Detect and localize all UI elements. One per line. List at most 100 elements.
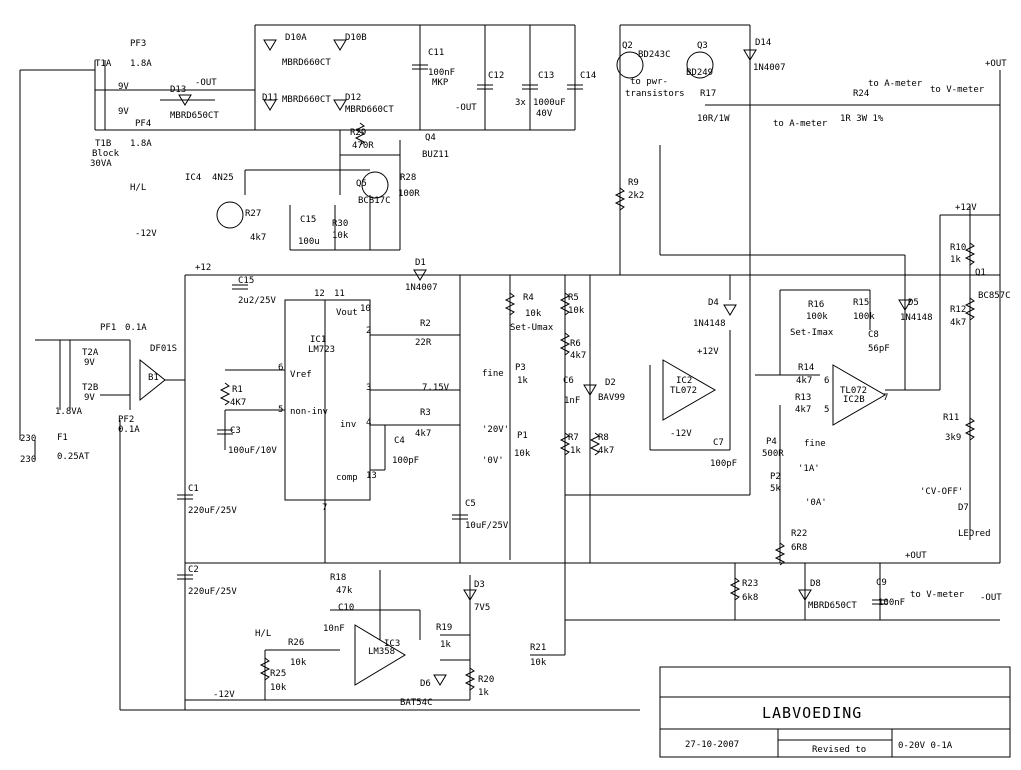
label-c14: C14 bbox=[580, 71, 596, 81]
label-c11v: 100nF bbox=[428, 68, 455, 78]
label-c3: C3 bbox=[230, 426, 241, 436]
label-v9b: 9V bbox=[84, 393, 95, 403]
label-tovm2: to V-meter bbox=[910, 590, 965, 600]
label-r2: R2 bbox=[420, 319, 431, 329]
resistor-symbol bbox=[964, 242, 976, 266]
title-block: LABVOEDING 27-10-2007 Revised to 0-20V 0… bbox=[659, 666, 1011, 758]
label-p3v: 1k bbox=[517, 376, 528, 386]
label-c8: C8 bbox=[868, 330, 879, 340]
resistor-symbol bbox=[964, 417, 976, 441]
label-mb1: MBRD660CT bbox=[282, 58, 331, 68]
label-c2: C2 bbox=[188, 565, 199, 575]
resistor-symbol bbox=[464, 667, 476, 691]
label-r15v: 100k bbox=[853, 312, 875, 322]
label-r11v: 3k9 bbox=[945, 433, 961, 443]
label-r23: R23 bbox=[742, 579, 758, 589]
label-c15b: C15 bbox=[300, 215, 316, 225]
label-ic3: IC3 bbox=[384, 639, 400, 649]
label-q2: Q2 bbox=[622, 41, 633, 51]
label-r13: R13 bbox=[795, 393, 811, 403]
label-bat: BAT54C bbox=[400, 698, 433, 708]
label-d8t: MBRD650CT bbox=[808, 601, 857, 611]
label-r9: R9 bbox=[628, 178, 639, 188]
label-v715: 7.15V bbox=[422, 383, 450, 393]
label-r14v: 4k7 bbox=[796, 376, 812, 386]
label-q5: Q5 bbox=[356, 179, 367, 189]
label-q4: Q4 bbox=[425, 133, 436, 143]
label-c13: C13 bbox=[538, 71, 554, 81]
label-c13v: 1000uF bbox=[533, 98, 566, 108]
diode-symbol bbox=[898, 299, 912, 311]
diode-symbol bbox=[583, 384, 597, 396]
resistor-symbol bbox=[964, 297, 976, 321]
label-r1v: 4K7 bbox=[230, 398, 246, 408]
label-bc817: BC817C bbox=[358, 196, 391, 206]
label-c9: C9 bbox=[876, 578, 887, 588]
label-r26v: 10k bbox=[290, 658, 307, 668]
label-d5: D5 bbox=[908, 298, 919, 308]
label-led: LEDred bbox=[958, 529, 991, 539]
label-tl2: TL072 bbox=[840, 386, 867, 396]
label-pout2: +OUT bbox=[905, 551, 927, 561]
resistor-symbol bbox=[259, 657, 271, 681]
label-r4v: 10k bbox=[525, 309, 542, 319]
label-r20v: 1k bbox=[478, 688, 489, 698]
diode-symbol bbox=[263, 99, 277, 111]
label-r1: R1 bbox=[232, 385, 243, 395]
diode-symbol bbox=[798, 589, 812, 601]
label-c5: C5 bbox=[465, 499, 476, 509]
ic1-body bbox=[284, 299, 371, 501]
label-r29v: 470R bbox=[352, 141, 374, 151]
label-r25v: 10k bbox=[270, 683, 287, 693]
label-r28: R28 bbox=[400, 173, 416, 183]
label-r30: R30 bbox=[332, 219, 348, 229]
label-r20: R20 bbox=[478, 675, 494, 685]
label-r16v: 100k bbox=[806, 312, 828, 322]
label-bd249: BD249 bbox=[686, 68, 713, 78]
resistor-symbol bbox=[559, 292, 571, 316]
label-r9v: 2k2 bbox=[628, 191, 644, 201]
label-d13o: -OUT bbox=[195, 78, 217, 88]
label-r5v: 10k bbox=[568, 306, 585, 316]
label-r3: R3 bbox=[420, 408, 431, 418]
label-topwr: to pwr- bbox=[630, 77, 668, 87]
label-c12: C12 bbox=[488, 71, 504, 81]
label-r17: R17 bbox=[700, 89, 716, 99]
label-d11: D11 bbox=[262, 93, 278, 103]
resistor-symbol bbox=[614, 187, 626, 211]
label-c10: C10 bbox=[338, 603, 354, 613]
label-r8: R8 bbox=[598, 433, 609, 443]
label-d4t: 1N4148 bbox=[693, 319, 726, 329]
label-r8v: 4k7 bbox=[598, 446, 614, 456]
diode-symbol bbox=[463, 589, 477, 601]
diode-symbol bbox=[413, 269, 427, 281]
label-d10a: D10A bbox=[285, 33, 307, 43]
label-r2v: 22R bbox=[415, 338, 432, 348]
label-r21: R21 bbox=[530, 643, 546, 653]
label-r5: R5 bbox=[568, 293, 579, 303]
label-mout2: -OUT bbox=[980, 593, 1002, 603]
label-pf3v: 1.8A bbox=[130, 59, 152, 69]
label-t1a: T1A bbox=[95, 59, 112, 69]
label-r30v: 10k bbox=[332, 231, 349, 241]
label-r29: R29 bbox=[350, 128, 366, 138]
label-bav: BAV99 bbox=[598, 393, 625, 403]
label-n25: 4N25 bbox=[212, 173, 234, 183]
resistor-symbol bbox=[559, 332, 571, 356]
label-c2v: 220uF/25V bbox=[188, 587, 237, 597]
label-d8: D8 bbox=[810, 579, 821, 589]
label-r3v: 4k7 bbox=[415, 429, 431, 439]
label-v75: 7V5 bbox=[474, 603, 490, 613]
label-c3v: 100uF/10V bbox=[228, 446, 277, 456]
label-n7: 7 bbox=[322, 503, 327, 513]
label-vref: Vref bbox=[290, 370, 312, 380]
label-d3: D3 bbox=[474, 580, 485, 590]
label-r15: R15 bbox=[853, 298, 869, 308]
label-d6: D6 bbox=[420, 679, 431, 689]
diode-symbol bbox=[178, 94, 192, 106]
resistor-symbol bbox=[589, 432, 601, 456]
label-c8v: 56pF bbox=[868, 344, 890, 354]
label-p4: P4 bbox=[766, 437, 777, 447]
label-q3: Q3 bbox=[697, 41, 708, 51]
